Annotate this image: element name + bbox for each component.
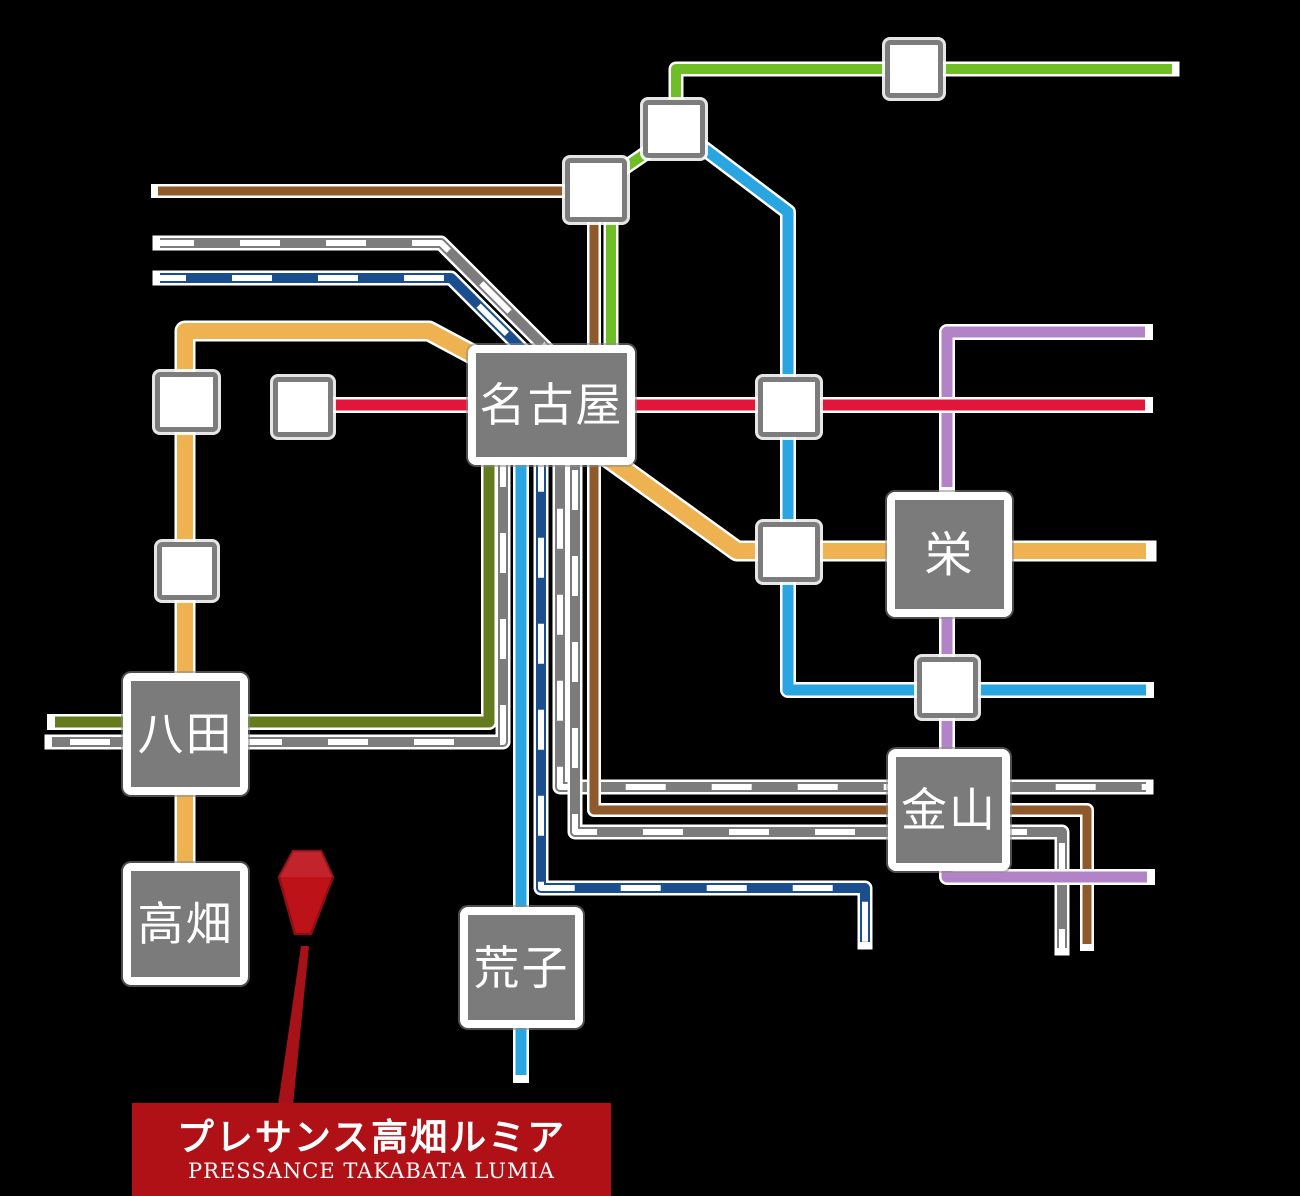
interchange-box (643, 100, 705, 158)
station-label-nagoya: 名古屋 (479, 378, 624, 432)
interchange-box (885, 40, 943, 98)
gray-dashed-line (567, 422, 1070, 956)
pin-pointer-triangle (278, 946, 309, 1105)
station-label-arako: 荒子 (473, 940, 570, 995)
orange-line (174, 320, 515, 946)
navy-dashed-line (152, 270, 873, 950)
purple-line (939, 487, 1155, 885)
property-name-jp: プレサンス高畑ルミア (176, 1114, 567, 1159)
station-box-takabata: 高畑 (123, 863, 248, 985)
property-name-en: PRESSANCE TAKABATA LUMIA (188, 1159, 555, 1184)
interchange-box (758, 522, 820, 582)
interchange-box (758, 377, 820, 437)
purple-line (939, 324, 1153, 503)
station-box-hatta: 八田 (123, 673, 248, 795)
station-box-arako: 荒子 (460, 907, 583, 1028)
interchange-box (155, 372, 218, 432)
station-label-sakae: 栄 (924, 526, 975, 583)
location-pin-icon (277, 849, 335, 936)
location-pin-highlight (279, 851, 333, 877)
station-box-sakae: 栄 (887, 492, 1012, 617)
interchange-box (565, 158, 627, 222)
station-box-kanayama: 金山 (888, 749, 1010, 871)
station-label-kanayama: 金山 (901, 783, 997, 837)
interchange-box (157, 542, 217, 600)
station-box-nagoya: 名古屋 (468, 345, 635, 465)
station-label-hatta: 八田 (137, 707, 234, 761)
station-label-takabata: 高畑 (137, 897, 234, 951)
callout-banner: プレサンス高畑ルミア PRESSANCE TAKABATA LUMIA (132, 1103, 611, 1196)
interchange-box (273, 377, 333, 437)
interchange-box (917, 657, 978, 718)
